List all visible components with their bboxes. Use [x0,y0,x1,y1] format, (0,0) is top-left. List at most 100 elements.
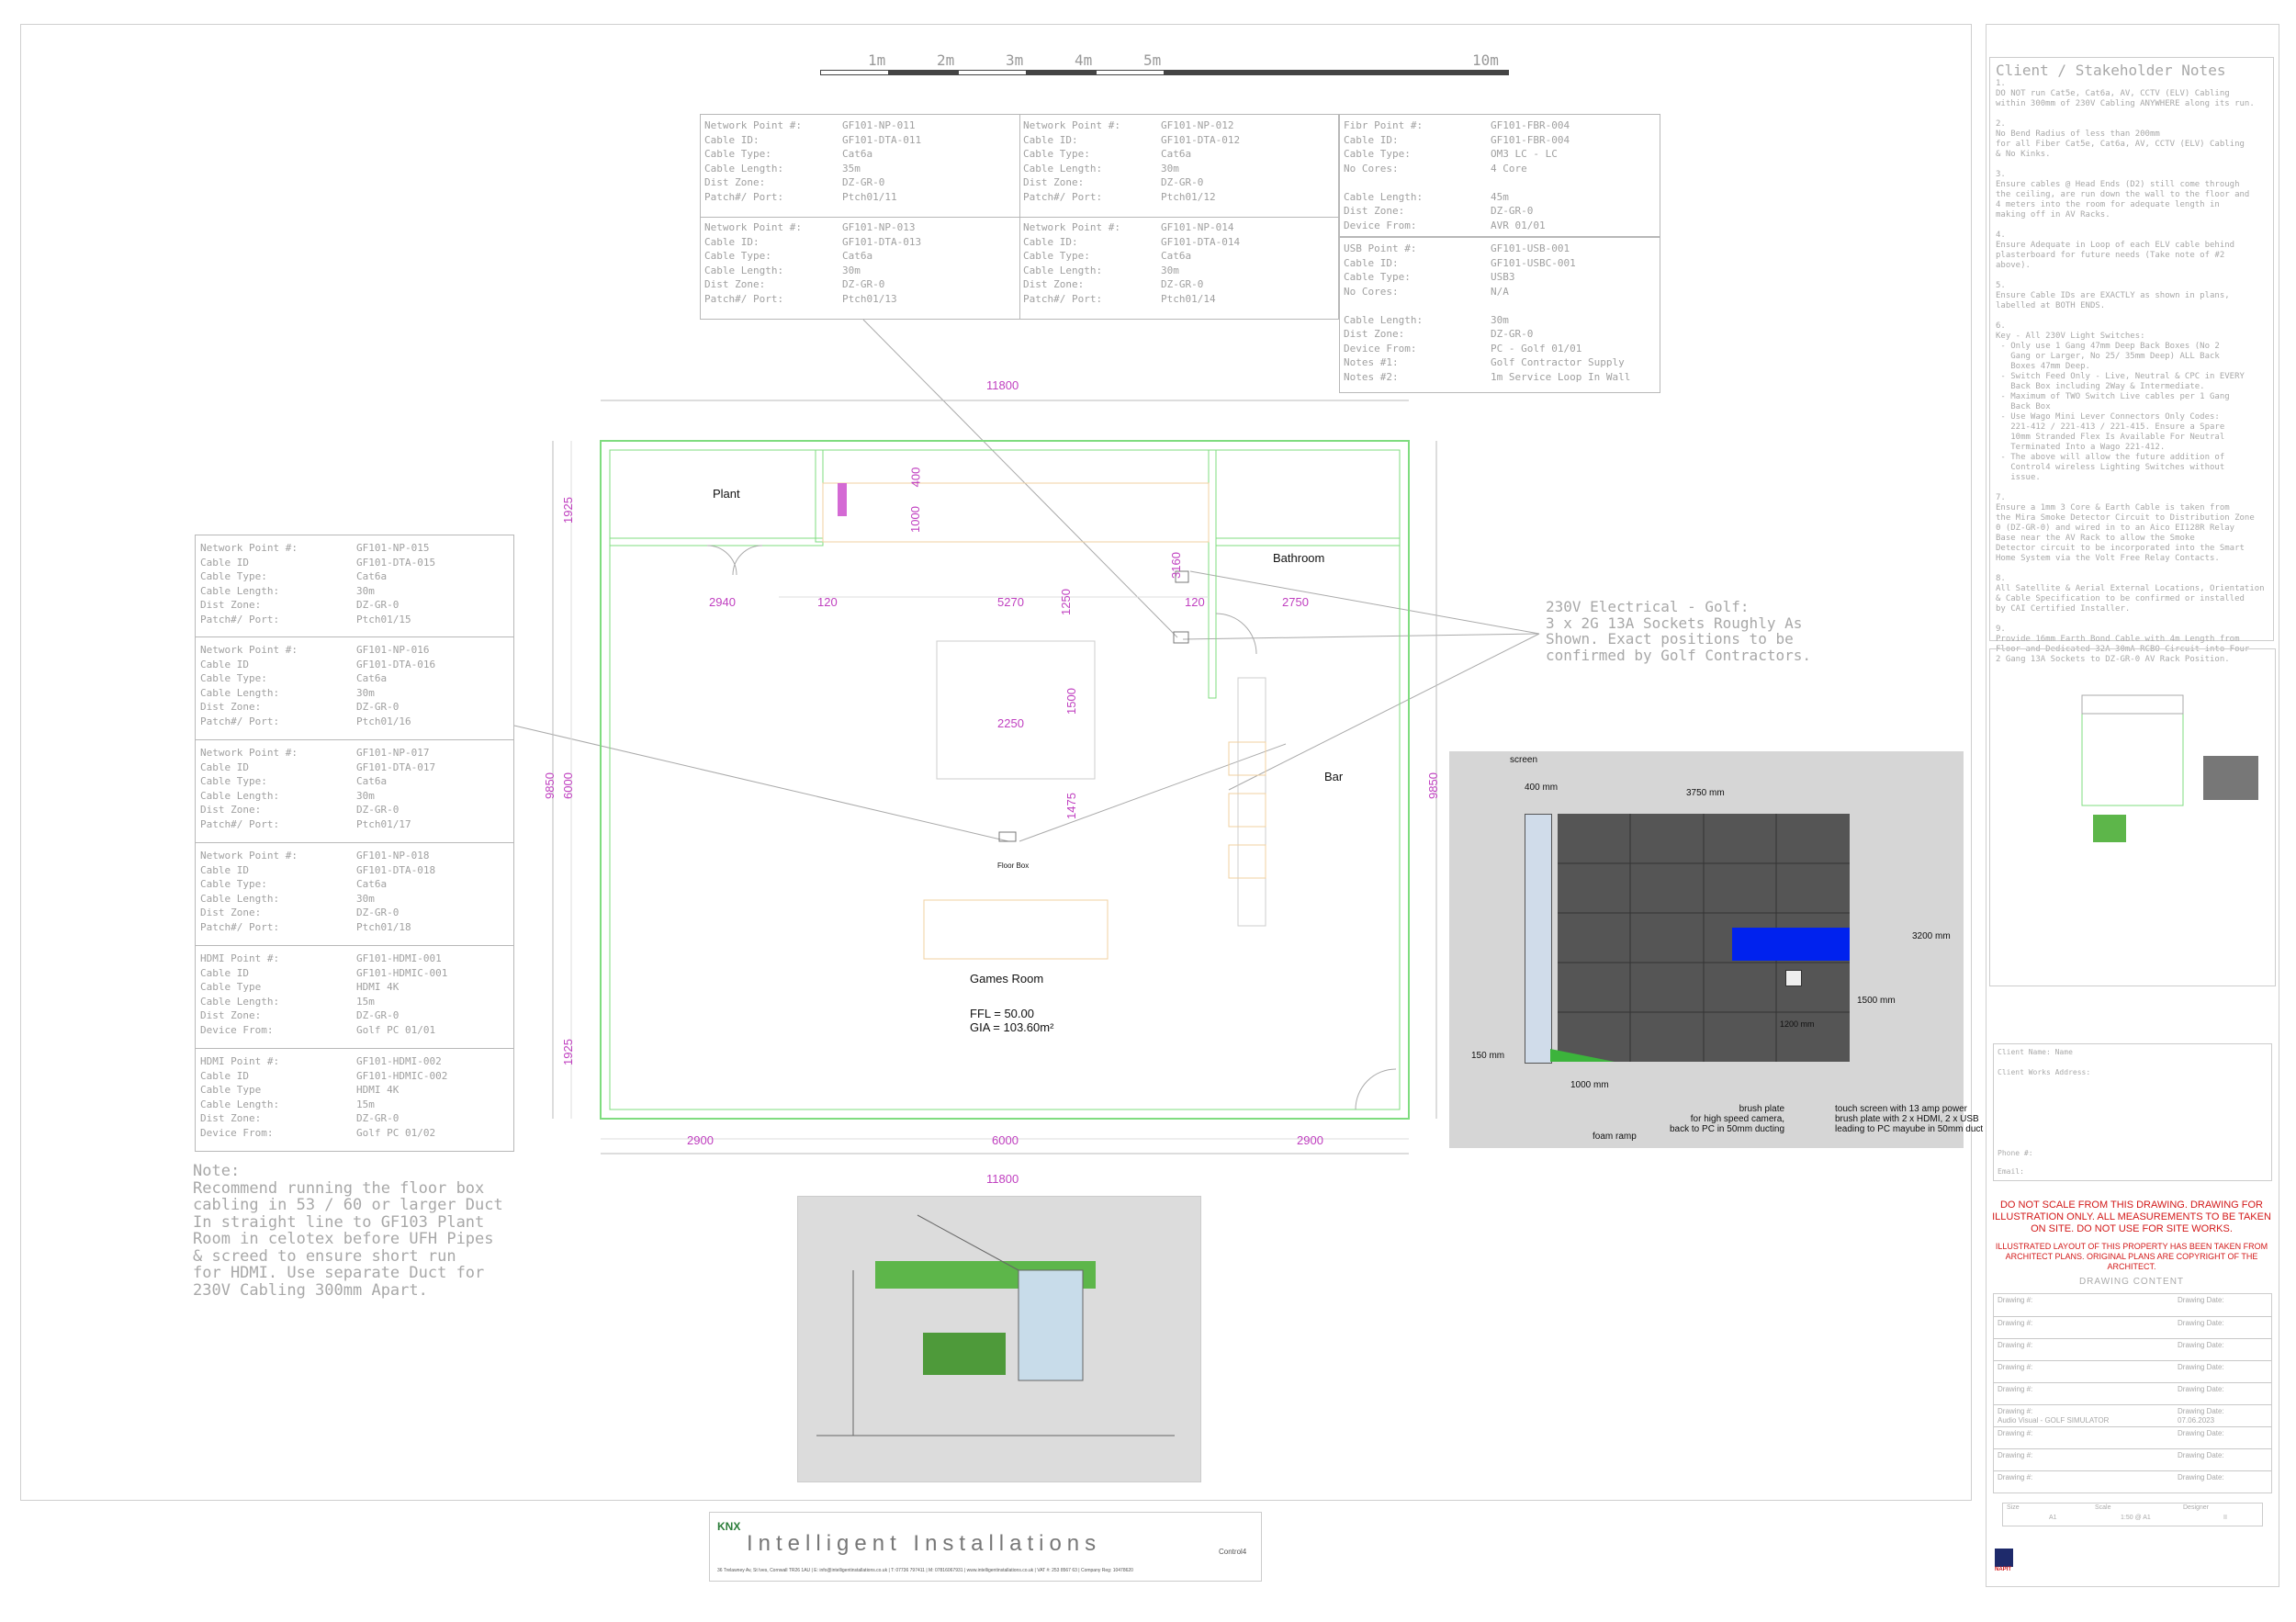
point-row: HDMI Point #:GF101-HDMI-001 [200,952,509,966]
label-1000mm: 1000 mm [1570,1080,1609,1090]
drawing-date-label: Drawing Date: [2178,1429,2224,1437]
point-field-value: Cat6a [842,148,873,160]
point-row: Patch#/ Port:Ptch01/11 [704,190,1016,205]
point-field-label: Dist Zone: [1023,278,1085,290]
point-field-label: No Cores: [1344,285,1399,298]
scale-label: 10m [1472,51,1499,69]
dim-400: 400 [908,467,923,488]
dim-1000: 1000 [907,506,922,533]
drawing-date-label: Drawing Date: [2178,1385,2224,1393]
point-row: Cable Type:Cat6a [1023,147,1334,162]
point-field-label: Dist Zone: [1344,205,1405,217]
point-field-label: Dist Zone: [200,1112,262,1124]
point-field-label: Dist Zone: [200,701,262,713]
point-field-label: Cable ID [200,1069,249,1082]
point-field-label: Cable Length: [200,995,280,1008]
point-field-value: 30m [356,584,375,597]
drawing-date-label: Drawing Date: [2178,1473,2224,1481]
point-row: Dist Zone:DZ-GR-0 [1023,277,1334,292]
point-field-value: GF101-DTA-014 [1161,235,1241,248]
point-field-label: Cable ID: [1344,133,1399,146]
point-row: Cable Length:15m [200,995,509,1009]
overview-thumbnail [1989,648,2276,986]
size-value: A1 [2049,1515,2057,1521]
point-row: Dist Zone:DZ-GR-0 [1344,204,1658,219]
point-field-label: Network Point #: [200,542,298,554]
foam-ramp [1550,1049,1615,1062]
drawing-date-label: Drawing Date: [2178,1296,2224,1304]
point-row: Dist Zone:DZ-GR-0 [704,277,1016,292]
dim-120-a: 120 [817,595,838,609]
point-field-value: Ptch01/12 [1161,190,1216,203]
point-row: Dist Zone:DZ-GR-0 [200,803,509,817]
scale-label: 3m [1006,51,1024,69]
point-field-label: Cable ID: [1023,133,1078,146]
dim-left-bot: 1925 [560,1039,575,1065]
floor-box-label: Floor Box [997,862,1030,870]
point-field-label: Patch#/ Port: [200,715,280,727]
drawing-content-row: Drawing #: Drawing Date: [1994,1382,2271,1405]
label-screen: screen [1510,755,1538,765]
point-row: Dist Zone:DZ-GR-0 [200,700,509,715]
point-field-value: DZ-GR-0 [1161,176,1204,188]
point-field-value: Golf PC 01/02 [356,1126,436,1139]
napit-logo: NAPIT [1995,1549,2017,1578]
point-field-value: 15m [356,1098,375,1110]
point-field-label: Cable Length: [1023,162,1103,175]
point-field-value: GF101-HDMI-001 [356,952,442,964]
point-field-label: Network Point #: [1023,221,1120,233]
scale-label: Scale [2095,1504,2111,1511]
leader-lines [513,319,1540,842]
dim-bottom-left: 2900 [687,1133,714,1147]
point-row: Cable Type:Cat6a [704,147,1016,162]
point-field-value: USB3 [1491,271,1515,283]
point-row: Network Point #:GF101-NP-014 [1023,220,1334,235]
point-field-label: Device From: [200,1023,274,1036]
point-field-label: Cable Type: [200,878,267,890]
napit-text: NAPIT [1995,1567,2011,1572]
point-field-value: Ptch01/11 [842,190,897,203]
client-name-label: Client Name: Name [1998,1048,2073,1056]
drawing-number-label: Drawing #: [1998,1385,2033,1393]
bar-counter-blue [1732,928,1850,961]
drawing-content-row: Drawing #:Drawing Date: [1994,1316,2271,1339]
point-field-value: Golf Contractor Supply [1491,356,1625,368]
point-field-value: 30m [1161,264,1179,276]
point-field-value: Cat6a [1161,148,1192,160]
point-row: Device From:PC - Golf 01/01 [1344,342,1658,356]
point-field-label: Cable Length: [200,789,280,802]
point-row: Cable Length:30m [1023,264,1334,278]
point-field-label: HDMI Point #: [200,1055,280,1067]
point-field-label: Cable ID [200,658,249,670]
scale-label: 2m [937,51,955,69]
drawing-number-label: Drawing #: [1998,1341,2033,1349]
designer-label: Designer [2183,1504,2210,1511]
point-row: Cable Type:Cat6a [200,877,509,892]
point-field-label: Dist Zone: [1344,328,1405,340]
control4-logo: Control4 [1219,1548,1247,1556]
point-field-value: HDMI 4K [356,1084,400,1096]
point-field-value: GF101-HDMIC-001 [356,966,448,979]
label-brush-plate: brush plate for high speed camera, back … [1670,1104,1785,1134]
point-row: Cable Length:35m [704,162,1016,176]
point-field-label: Dist Zone: [200,599,262,611]
point-row: Cable Length:30m [200,686,509,701]
point-field-value: 30m [356,892,375,905]
point-field-label: Dist Zone: [1023,176,1085,188]
drawing-content-table: Drawing #: Drawing Date: Drawing #: Drawing… [1993,1293,2272,1493]
point-row: Patch#/ Port:Ptch01/14 [1023,292,1334,307]
point-field-label: Cable Type: [200,570,267,582]
point-field-value: GF101-USBC-001 [1491,256,1576,269]
point-row: Dist Zone:DZ-GR-0 [200,1008,509,1023]
point-row: Cable ID:GF101-DTA-013 [704,235,1016,250]
point-field-value: 4 Core [1491,162,1527,175]
point-row: Cable Length:30m [200,584,509,599]
point-field-value: Cat6a [1161,250,1192,262]
dim-5270: 5270 [997,595,1024,609]
point-field-label: Fibr Point #: [1344,119,1424,131]
